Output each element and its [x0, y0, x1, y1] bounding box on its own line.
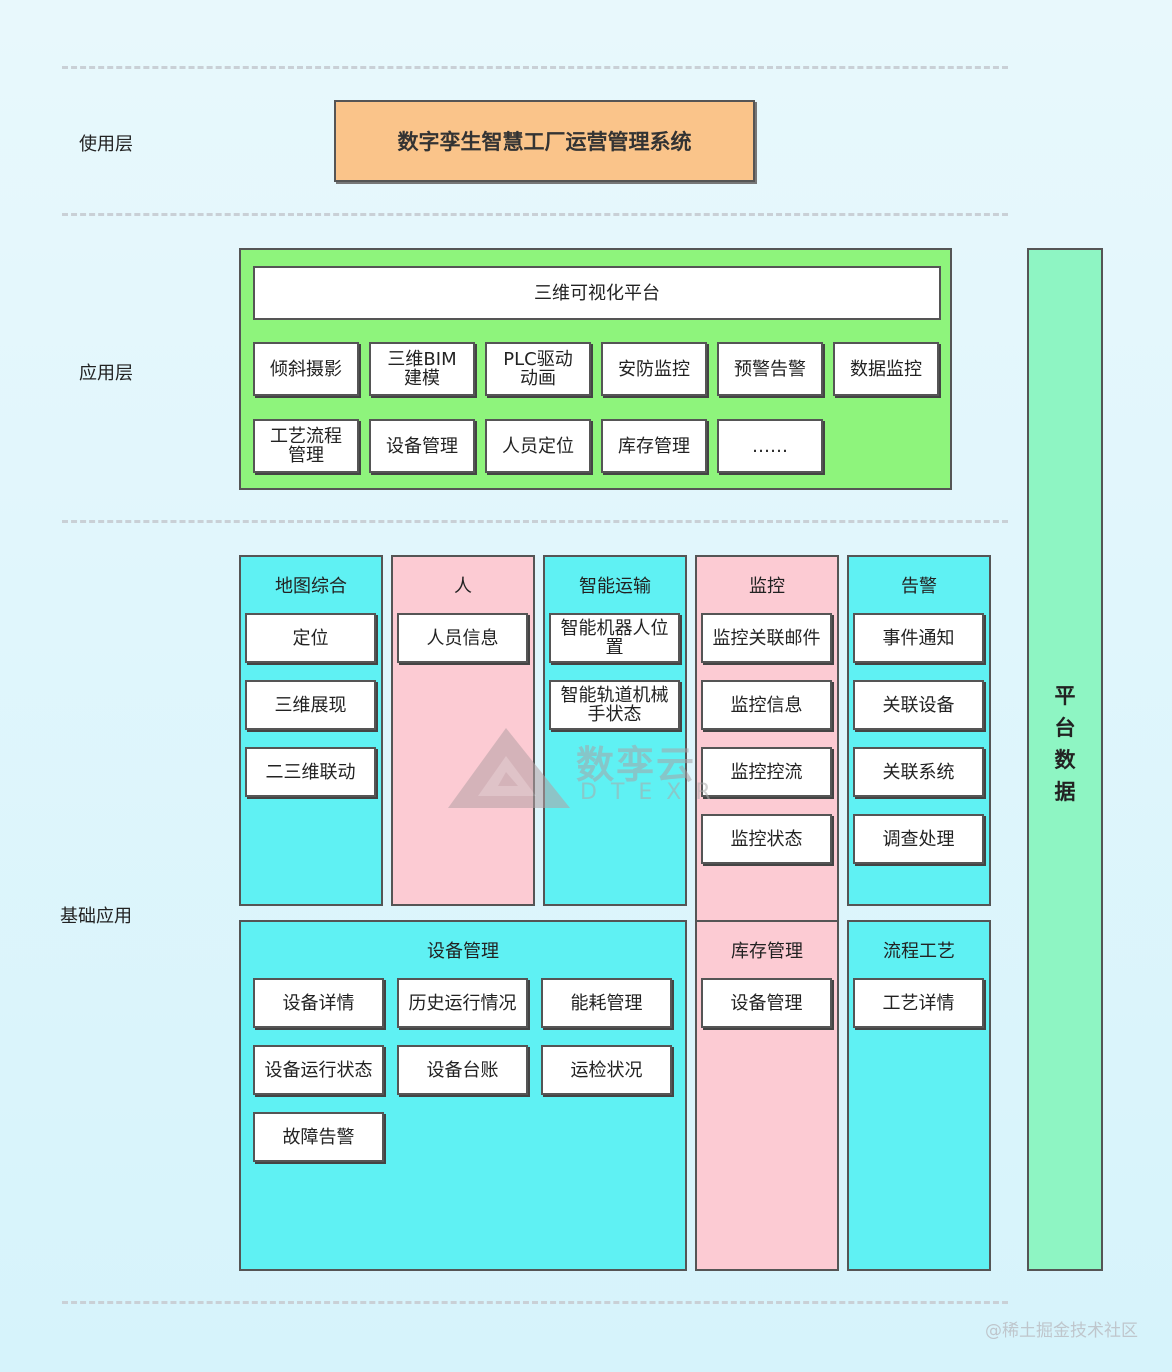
platform-data-panel: 平 台 数 据: [1027, 248, 1103, 1271]
app-module-9: 人员定位: [485, 419, 591, 473]
panel-process: [847, 920, 991, 1271]
platform-data-char-2: 台: [1054, 716, 1076, 740]
app-module-1: 倾斜摄影: [253, 342, 359, 396]
app-module-3: PLC驱动动画: [485, 342, 591, 396]
column-5-item-2: 关联设备: [853, 680, 984, 730]
column-title-5: 告警: [901, 576, 937, 597]
column-3-item-2: 智能轨道机械手状态: [549, 680, 680, 730]
column-1-item-2: 三维展现: [245, 680, 376, 730]
column-title-3: 智能运输: [579, 576, 651, 597]
device-item-6: 运检状况: [541, 1045, 672, 1095]
watermark-logo: 数孪云 DTEXR: [444, 724, 734, 814]
platform-data-char-1: 平: [1054, 684, 1076, 708]
label-base-layer: 基础应用: [60, 906, 132, 927]
process-item-1: 工艺详情: [853, 978, 984, 1028]
device-item-4: 设备运行状态: [253, 1045, 384, 1095]
platform-data-char-3: 数: [1054, 748, 1076, 772]
app-module-4: 安防监控: [601, 342, 707, 396]
column-4-item-3: 监控控流: [701, 747, 832, 797]
system-title: 数字孪生智慧工厂运营管理系统: [334, 100, 755, 182]
label-usage-layer: 使用层: [79, 134, 133, 155]
watermark-text: 数孪云: [576, 743, 697, 787]
process-title: 流程工艺: [883, 941, 955, 962]
column-title-4: 监控: [749, 576, 785, 597]
device-item-3: 能耗管理: [541, 978, 672, 1028]
platform-3d-visualization: 三维可视化平台: [253, 266, 941, 320]
platform-data-char-4: 据: [1054, 780, 1076, 804]
app-module-10: 库存管理: [601, 419, 707, 473]
separator-usage: [62, 213, 1008, 216]
separator-bottom: [62, 1301, 1008, 1304]
app-module-8: 设备管理: [369, 419, 475, 473]
column-map: [239, 555, 383, 906]
column-title-2: 人: [454, 576, 472, 597]
column-5-item-4: 调查处理: [853, 814, 984, 864]
column-3-item-1: 智能机器人位置: [549, 613, 680, 663]
column-1-item-3: 二三维联动: [245, 747, 376, 797]
panel-inventory: [695, 920, 839, 1271]
column-1-item-1: 定位: [245, 613, 376, 663]
device-item-7: 故障告警: [253, 1112, 384, 1162]
app-module-7: 工艺流程管理: [253, 419, 359, 473]
column-2-item-1: 人员信息: [397, 613, 528, 663]
watermark-triangle-icon: [448, 728, 570, 808]
separator-top: [62, 66, 1008, 69]
panel-device-management: [239, 920, 687, 1271]
column-4-item-2: 监控信息: [701, 680, 832, 730]
device-item-2: 历史运行情况: [397, 978, 528, 1028]
column-5-item-1: 事件通知: [853, 613, 984, 663]
app-module-5: 预警告警: [717, 342, 823, 396]
credit-text: @稀土掘金技术社区: [985, 1321, 1138, 1341]
inventory-item-1: 设备管理: [701, 978, 832, 1028]
device-item-1: 设备详情: [253, 978, 384, 1028]
column-title-1: 地图综合: [275, 576, 347, 597]
platform-data-label: 平 台 数 据: [1029, 680, 1101, 808]
separator-application: [62, 520, 1008, 523]
device-management-title: 设备管理: [427, 941, 499, 962]
column-5-item-3: 关联系统: [853, 747, 984, 797]
watermark-sub: DTEXR: [580, 780, 725, 805]
label-application-layer: 应用层: [79, 363, 133, 384]
app-module-11: ……: [717, 419, 823, 473]
column-4-item-4: 监控状态: [701, 814, 832, 864]
device-item-5: 设备台账: [397, 1045, 528, 1095]
column-4-item-1: 监控关联邮件: [701, 613, 832, 663]
app-module-6: 数据监控: [833, 342, 939, 396]
inventory-title: 库存管理: [731, 941, 803, 962]
